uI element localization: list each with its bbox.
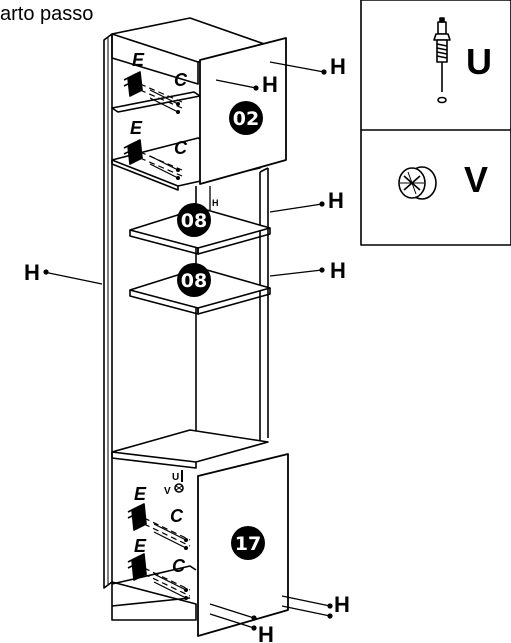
callout-h-mid-right-2: H [330,258,346,283]
svg-text:08: 08 [181,210,207,232]
callout-h-bottom: H [258,622,274,643]
callout-v-small: V [164,486,171,497]
callout-c-2: C [174,138,188,158]
cam-fitting-icon [174,470,184,493]
callout-h-bottom-right: H [334,592,350,617]
callout-e-1: E [132,50,145,70]
callout-c-4: C [172,556,186,576]
legend-letter-u: U [466,41,492,82]
callout-u-small: U [172,472,179,483]
hinge-icon [127,553,147,581]
svg-text:17: 17 [235,533,261,555]
shelf-badge-2: 08 [177,263,211,297]
hinge-icon [123,71,143,97]
hinge-icon [123,139,143,165]
hinge-icon [127,503,147,531]
legend-letter-v: V [464,159,488,200]
hardware-legend [360,0,511,246]
callout-e-3: E [134,484,147,504]
shelf-badge-1: 08 [177,203,211,237]
callout-e-2: E [130,118,143,138]
callout-h-small: H [212,198,219,208]
callout-h-door-top: H [262,72,278,97]
svg-text:02: 02 [233,108,259,130]
callout-c-3: C [170,506,184,526]
upper-door-badge: 02 [229,101,263,135]
cam-lock-icon [398,166,437,200]
callout-h-mid-right-1: H [328,188,344,213]
callout-c-1: C [174,70,188,90]
cabinet-body [103,17,271,621]
callout-e-4: E [134,536,147,556]
svg-text:08: 08 [181,270,207,292]
step-heading: arto passo [0,3,94,25]
callout-h-top-right: H [330,54,346,79]
callout-h-left: H [24,260,40,285]
lower-door-badge: 17 [231,526,265,560]
cam-bolt-icon [433,17,451,104]
